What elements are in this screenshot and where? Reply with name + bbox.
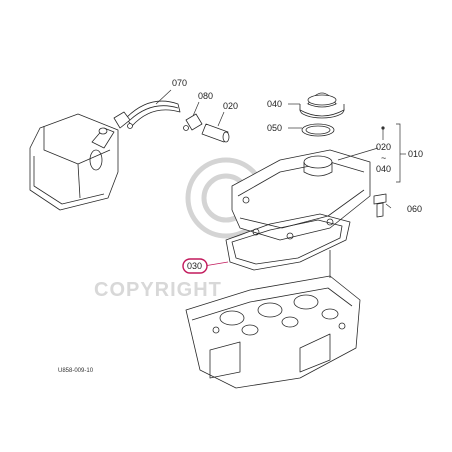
callout-020-group: 020 <box>376 142 391 152</box>
head-cover-gasket-030 <box>225 213 351 271</box>
callout-040: 040 <box>267 99 282 109</box>
callout-040-group: 040 <box>376 164 391 174</box>
breather-tube-020 <box>201 123 230 143</box>
callout-060: 060 <box>407 204 422 214</box>
copyright-watermark: COPYRIGHT <box>94 157 267 301</box>
o-ring-050 <box>301 123 335 137</box>
hose-clip-left <box>113 111 133 129</box>
breather-hose-070 <box>125 100 181 127</box>
callout-range-tilde: ~ <box>381 153 386 163</box>
callout-labels: 070 080 020 040 050 020 ~ 040 010 060 <box>172 78 423 214</box>
oil-filler-cap-040 <box>299 92 345 119</box>
callout-020: 020 <box>223 101 238 111</box>
hose-clip-080 <box>183 113 203 131</box>
callout-050: 050 <box>267 123 282 133</box>
figure-code: U858-009-10 <box>58 368 94 374</box>
breather-elbow <box>91 127 115 149</box>
bolt-060 <box>373 193 387 218</box>
cylinder-head <box>185 250 361 389</box>
callout-080: 080 <box>198 91 213 101</box>
callout-030-highlight[interactable]: 030 <box>182 258 208 274</box>
watermark-text: COPYRIGHT <box>94 279 222 301</box>
callout-070: 070 <box>172 78 187 88</box>
callout-030[interactable]: 030 <box>187 261 202 271</box>
callout-010: 010 <box>408 149 423 159</box>
cylinder-head-cover <box>231 149 371 241</box>
leader-lines <box>155 89 406 267</box>
